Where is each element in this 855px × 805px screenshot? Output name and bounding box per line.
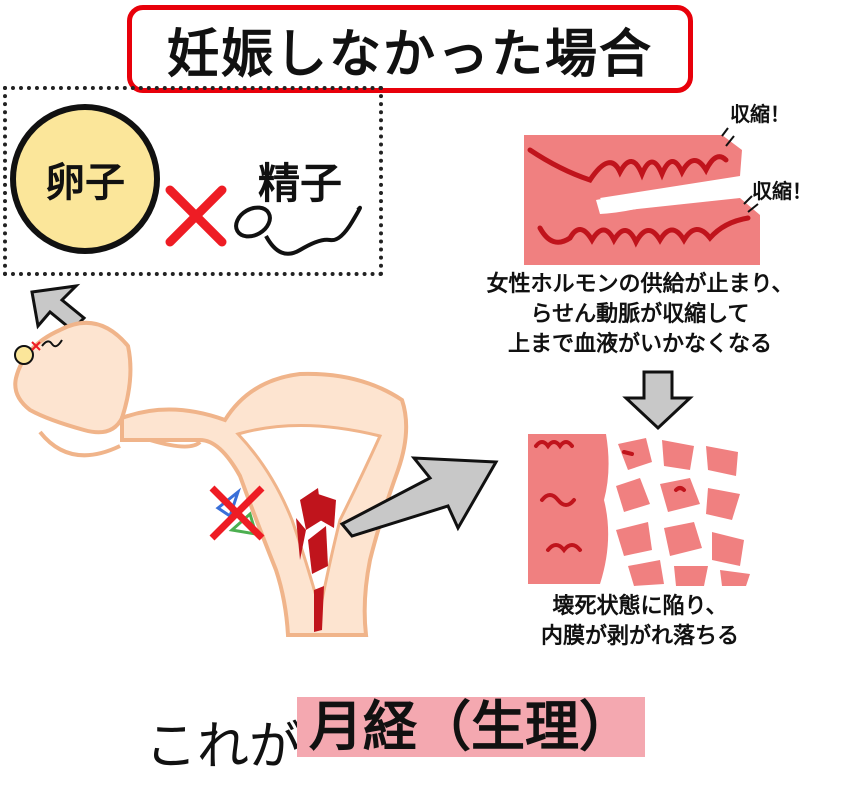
necrosis-note-line: 壊死状態に陥り、 [552, 594, 728, 619]
shrink-label-1: 収縮！ [730, 102, 790, 126]
title-box: 妊娠しなかった場合 [127, 5, 693, 93]
spiral-artery [527, 147, 751, 248]
no-implantation-icon [209, 485, 265, 541]
contracting-tissue-panel [524, 127, 760, 265]
right-arrow-icon [339, 456, 499, 538]
no-fertilization-cross-icon [165, 185, 227, 247]
shrink-label-2: 収縮！ [752, 179, 812, 203]
necrotic-tissue-panel [528, 434, 750, 586]
sperm-icon [234, 205, 362, 256]
small-egg-icon [14, 339, 63, 365]
down-arrow-icon [622, 370, 694, 431]
egg-label: 卵子 [45, 160, 125, 206]
hormone-note-line: らせん動脈が収縮して [530, 302, 750, 327]
hormone-note: 女性ホルモンの供給が止まり、 らせん動脈が収縮して 上まで血液がいかなくなる [440, 270, 840, 360]
page-title: 妊娠しなかった場合 [166, 24, 653, 85]
egg-cell: 卵子 [10, 104, 160, 254]
necrosis-note: 壊死状態に陥り、 内膜が剥がれ落ちる [500, 592, 780, 652]
necrosis-note-line: 内膜が剥がれ落ちる [540, 624, 739, 649]
sperm-label: 精子 [258, 159, 343, 208]
hormone-note-line: 上まで血液がいかなくなる [507, 332, 772, 357]
caption-emphasis: 月経（生理） [297, 697, 645, 757]
shedding-lining [296, 488, 336, 632]
hormone-note-line: 女性ホルモンの供給が止まり、 [486, 272, 794, 297]
fertilization-inset [3, 86, 383, 276]
shrink-spark-icon [721, 127, 759, 213]
caption-lead: これが [145, 717, 302, 777]
